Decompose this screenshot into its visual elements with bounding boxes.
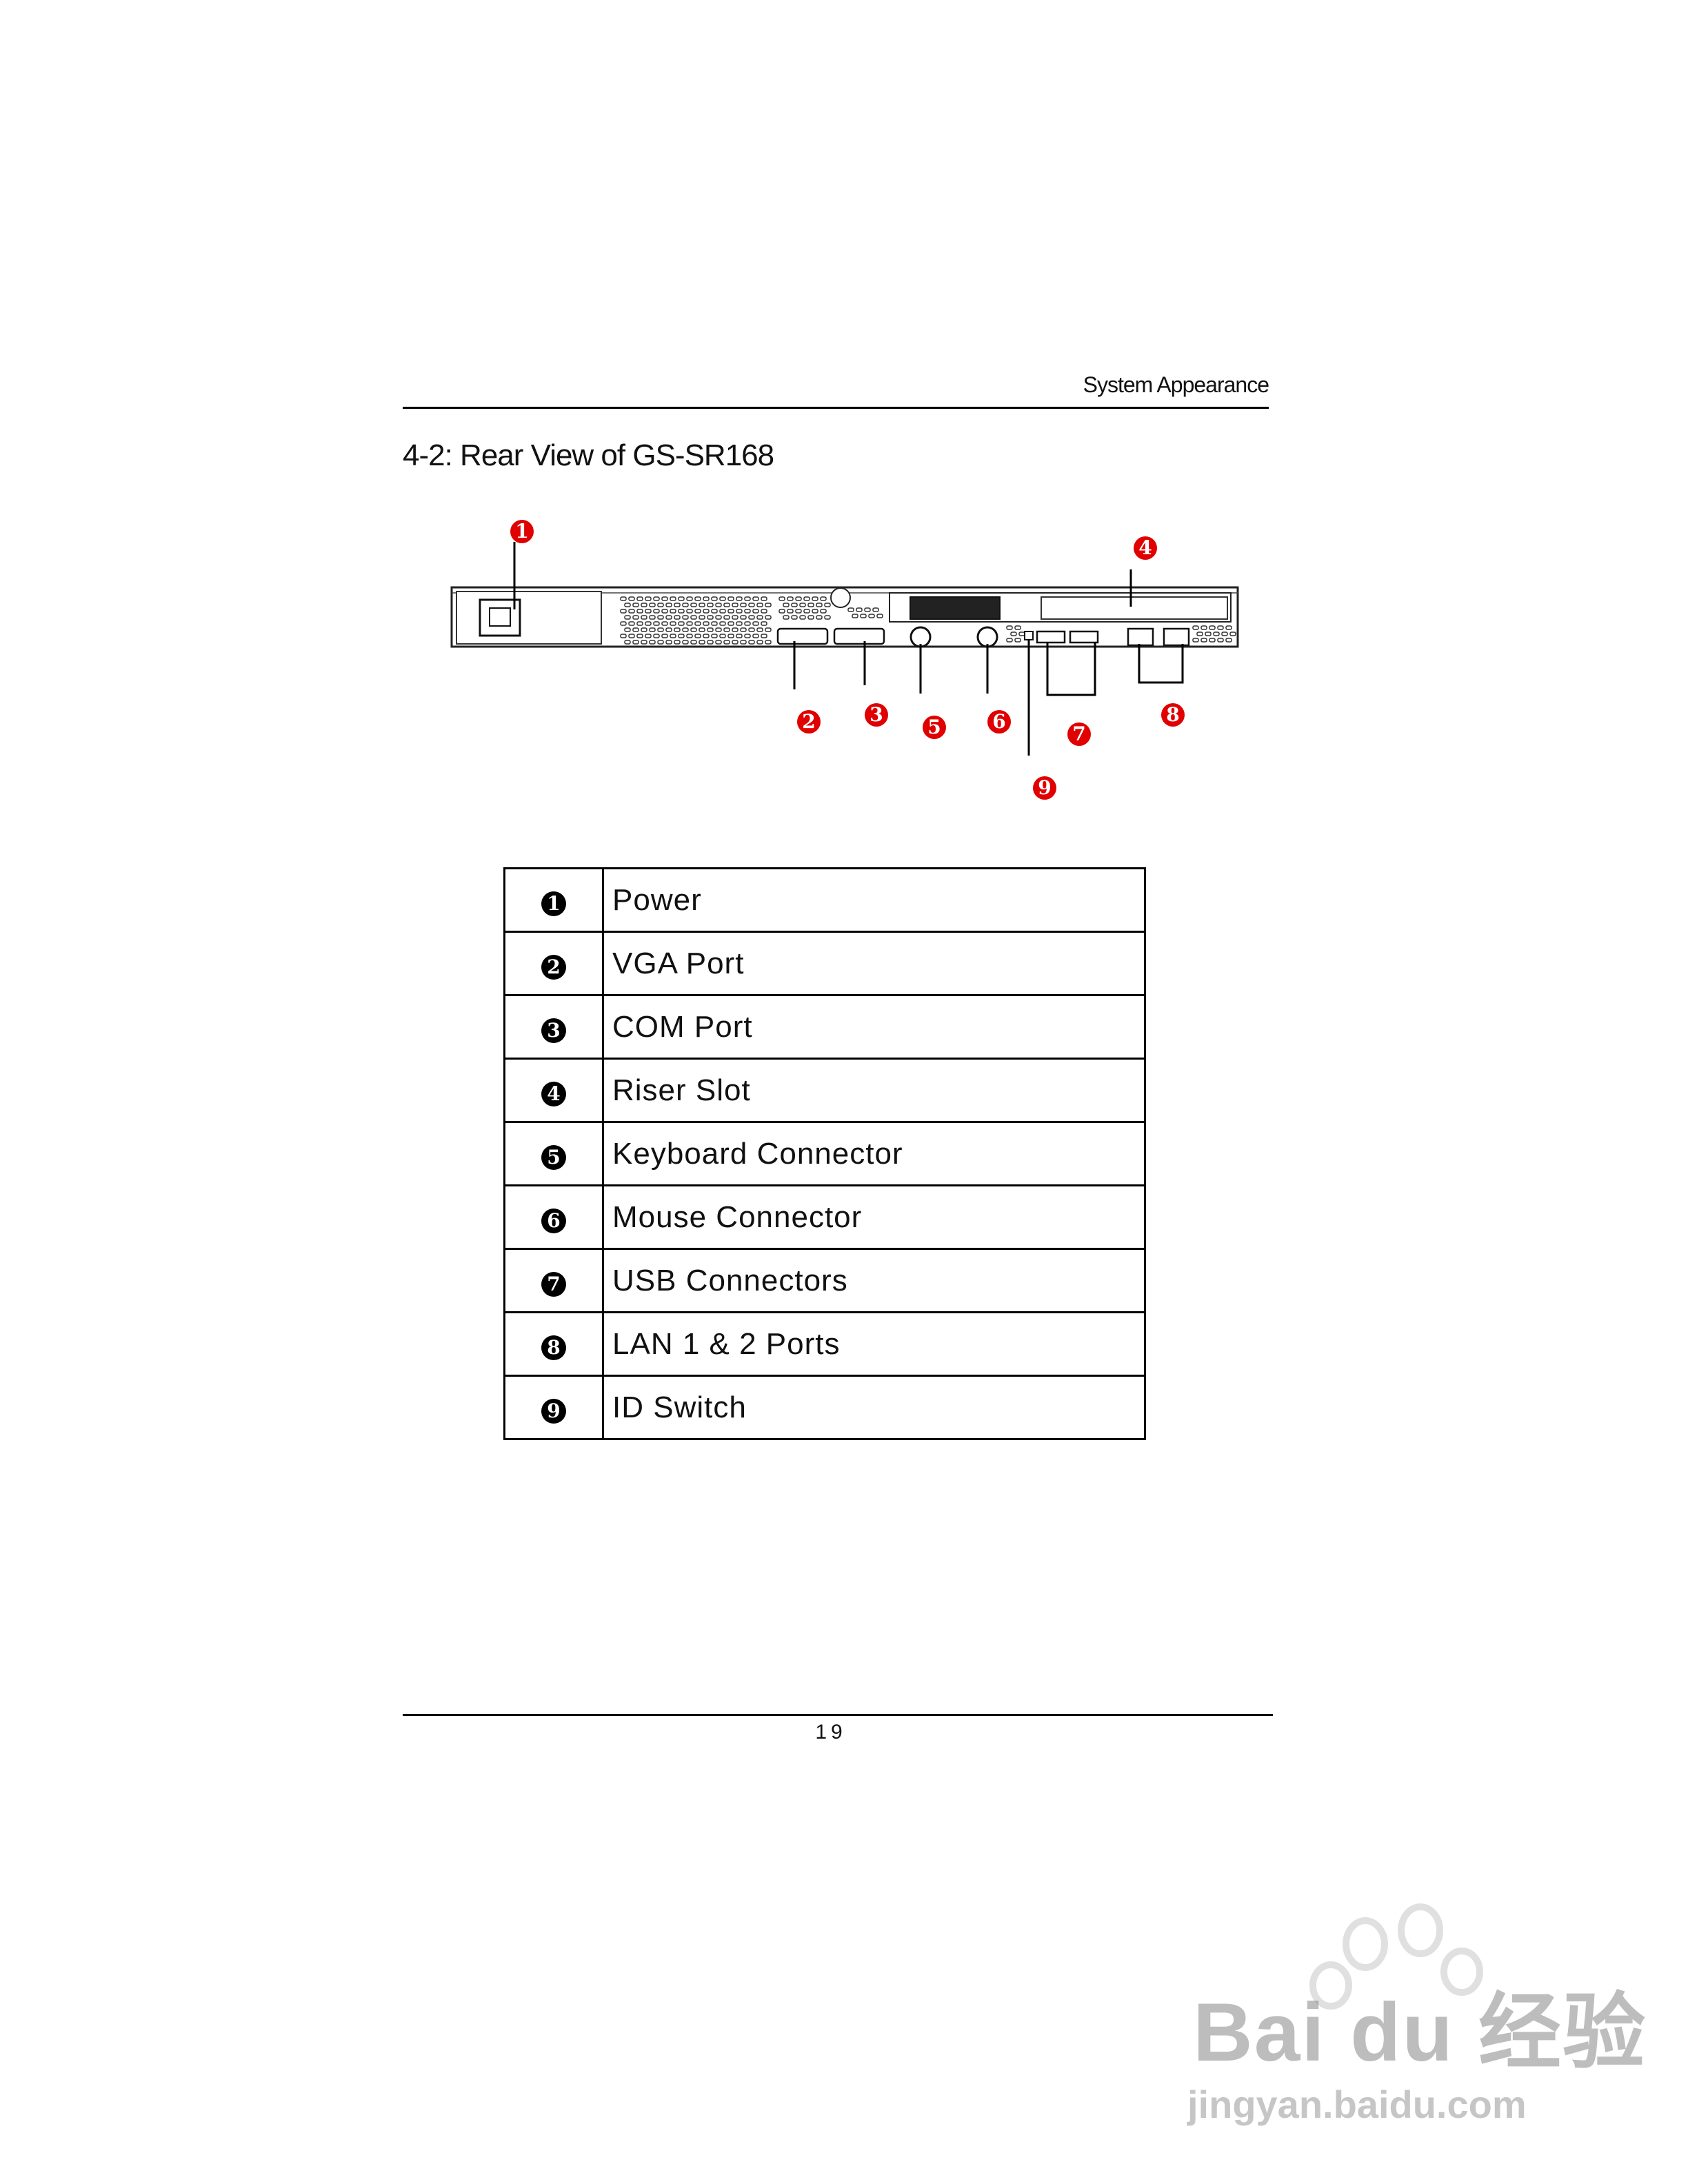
watermark-brand: Bai du 经验 (1193, 1986, 1647, 2079)
callout-7: 7 (1067, 722, 1091, 746)
callout-4: 4 (1134, 536, 1157, 560)
legend-number-bullet: 4 (541, 1081, 566, 1106)
power-supply (456, 591, 602, 645)
vent-holes (620, 596, 1236, 645)
legend-label: USB Connectors (602, 1248, 1146, 1313)
legend-label: LAN 1 & 2 Ports (602, 1311, 1146, 1377)
callout-5: 5 (923, 716, 946, 739)
legend-number: 2 (503, 931, 604, 996)
legend-label: Power (602, 867, 1146, 933)
lan-port-shape (1163, 627, 1190, 647)
legend-number: 3 (503, 994, 604, 1060)
legend-row: 2 VGA Port (503, 931, 1146, 996)
legend-number: 8 (503, 1311, 604, 1377)
legend-row: 8 LAN 1 & 2 Ports (503, 1311, 1146, 1377)
legend-table: 1 Power 2 VGA Port 3 COM Port 4 Riser Slot 5 Keyb… (503, 867, 1146, 1440)
legend-number: 9 (503, 1375, 604, 1440)
header-rule (403, 407, 1269, 409)
legend-number: 7 (503, 1248, 604, 1313)
legend-label: Riser Slot (602, 1058, 1146, 1123)
legend-number-bullet: 8 (541, 1335, 566, 1360)
com-port-shape (833, 627, 885, 645)
mouse-port-shape (976, 626, 998, 648)
section-title: 4-2: Rear View of GS-SR168 (403, 438, 774, 472)
legend-number: 1 (503, 867, 604, 933)
legend-number: 6 (503, 1184, 604, 1250)
legend-row: 3 COM Port (503, 994, 1146, 1060)
running-header: System Appearance (1083, 372, 1269, 397)
legend-number: 5 (503, 1121, 604, 1186)
legend-label: VGA Port (602, 931, 1146, 996)
footer-rule (403, 1714, 1273, 1716)
rear-view-diagram (450, 542, 1239, 756)
legend-row: 6 Mouse Connector (503, 1184, 1146, 1250)
legend-row: 1 Power (503, 867, 1146, 933)
callout-3: 3 (865, 703, 888, 727)
paw-logo-icon (1309, 1903, 1483, 2010)
callout-2: 2 (797, 710, 821, 734)
page-number: 19 (815, 1721, 847, 1743)
riser-slot (1041, 596, 1228, 620)
legend-number: 4 (503, 1058, 604, 1123)
callout-6: 6 (987, 710, 1011, 734)
legend-row: 4 Riser Slot (503, 1058, 1146, 1123)
callout-9: 9 (1033, 776, 1056, 800)
legend-number-bullet: 9 (541, 1398, 566, 1424)
legend-number-bullet: 1 (541, 891, 566, 916)
keyboard-port-shape (910, 626, 932, 648)
vga-port-shape (776, 627, 829, 645)
legend-label: Mouse Connector (602, 1184, 1146, 1250)
usb-port-shape (1036, 630, 1066, 644)
legend-row: 5 Keyboard Connector (503, 1121, 1146, 1186)
legend-number-bullet: 2 (541, 954, 566, 980)
legend-number-bullet: 6 (541, 1208, 566, 1233)
legend-label: ID Switch (602, 1375, 1146, 1440)
callout-8: 8 (1161, 703, 1185, 727)
legend-label: Keyboard Connector (602, 1121, 1146, 1186)
legend-label: COM Port (602, 994, 1146, 1060)
usb-port-shape (1069, 630, 1099, 644)
callout-1: 1 (510, 520, 534, 543)
watermark-url: jingyan.baidu.com (1187, 2083, 1527, 2126)
legend-number-bullet: 5 (541, 1144, 566, 1170)
id-switch-shape (1024, 631, 1034, 640)
pci-vent (910, 596, 1001, 620)
legend-number-bullet: 7 (541, 1271, 566, 1297)
lan-port-shape (1127, 627, 1154, 647)
legend-row: 9 ID Switch (503, 1375, 1146, 1440)
legend-row: 7 USB Connectors (503, 1248, 1146, 1313)
legend-number-bullet: 3 (541, 1018, 566, 1043)
